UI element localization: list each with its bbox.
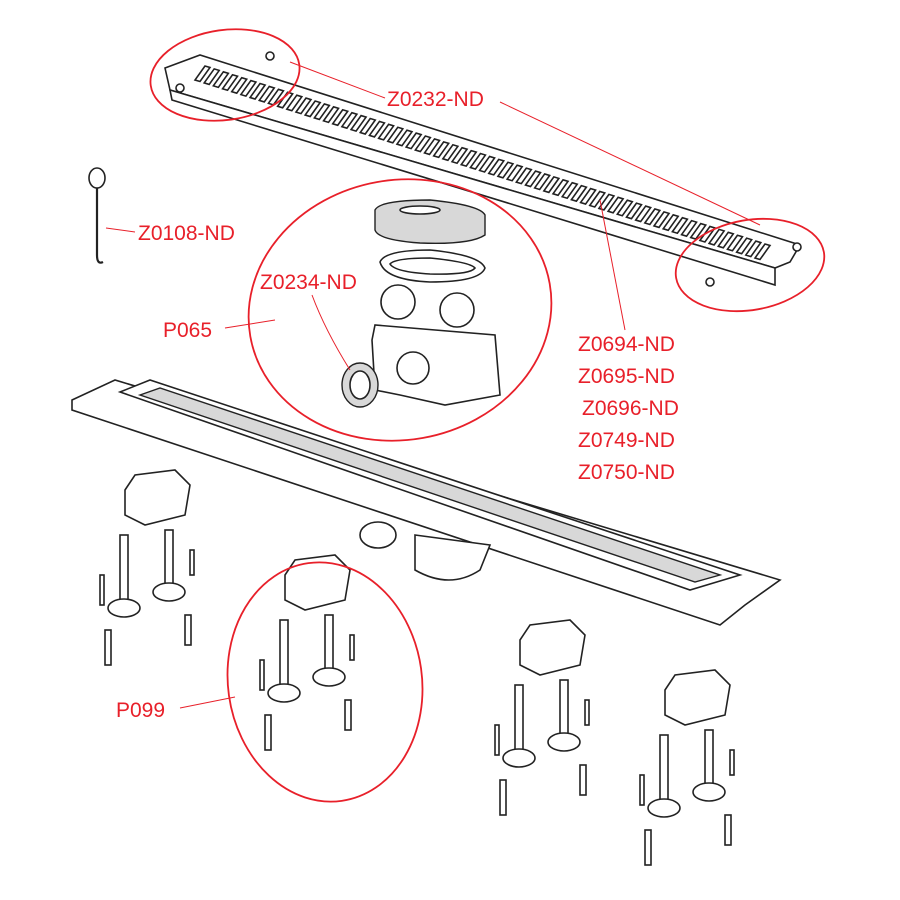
grate-slot (368, 120, 386, 138)
siphon-part (341, 199, 501, 408)
grate-slot (303, 100, 322, 118)
grate-slot (230, 76, 249, 95)
label-channel-code: Z0750-ND (578, 461, 675, 484)
grate-slot (294, 97, 313, 115)
grate-slot (212, 70, 230, 89)
grate-slot (680, 219, 698, 238)
grate-slot (414, 135, 432, 153)
mounting-foot (99, 469, 195, 666)
grate-slot (671, 216, 689, 235)
grate-slot (707, 228, 726, 246)
grate-slot (459, 149, 478, 168)
grate-slot (634, 205, 652, 223)
label-channel-code: Z0694-ND (578, 333, 675, 356)
label-seal: Z0234-ND (260, 271, 357, 294)
grate-slot (193, 65, 212, 83)
grate-slot (524, 170, 542, 188)
grate-slot (239, 79, 258, 98)
grate-slot (432, 140, 450, 159)
grate-slot (248, 82, 267, 100)
grate-slot (661, 213, 680, 232)
grate-slot (652, 210, 671, 229)
grate-slot (588, 190, 607, 208)
grate-slot (606, 196, 625, 214)
grate-slot (735, 237, 753, 255)
grate-slot (202, 67, 221, 86)
grate-slot (542, 175, 561, 194)
label-channel-code: Z0696-ND (582, 397, 679, 420)
grate-slot (726, 234, 744, 252)
leader-lines (105, 61, 761, 709)
grate-slot (257, 85, 276, 103)
grate-slot (570, 184, 588, 203)
grate-slot (423, 138, 441, 156)
grate-slot (404, 132, 423, 150)
grate-slot (331, 108, 350, 127)
grate-slot (395, 129, 414, 147)
label-feet-set: P099 (116, 699, 166, 722)
grate-slot (744, 240, 763, 258)
label-hook: Z0108-ND (138, 222, 235, 245)
highlight-ring-siphon (247, 178, 553, 442)
grate-slot (358, 117, 377, 135)
grate-slot (496, 161, 515, 179)
highlight-ring-grate-right (674, 217, 826, 313)
label-channel-code: Z0749-ND (578, 429, 675, 452)
grate-slot (643, 208, 662, 226)
grate-slot (753, 243, 772, 261)
grate-part (164, 51, 802, 287)
mounting-foot (639, 669, 735, 866)
highlight-ring-grate-left (149, 28, 301, 122)
grate-slot (716, 231, 735, 249)
grate-slot (469, 152, 487, 170)
grate-slot (285, 94, 304, 112)
hook-part (88, 167, 106, 264)
grate-slot (579, 187, 597, 205)
grate-slot (505, 164, 524, 182)
grate-slot (615, 199, 634, 217)
label-siphon-set: P065 (163, 319, 213, 342)
grate-slot (386, 126, 405, 144)
grate-slot (276, 91, 294, 109)
grate-slot (322, 105, 340, 124)
grate-slot (625, 202, 643, 220)
grate-slot (349, 114, 368, 133)
mounting-foot (259, 554, 355, 751)
grate-slot (340, 111, 359, 130)
grate-slot (221, 73, 239, 92)
grate-slot (478, 155, 496, 173)
grate-slot (515, 167, 533, 185)
grate-slot (551, 178, 570, 197)
drain-channel-part (71, 379, 782, 626)
label-grate: Z0232-ND (387, 88, 484, 111)
label-channel-code: Z0695-ND (578, 365, 675, 388)
grate-slot (560, 181, 579, 200)
grate-slot (450, 146, 469, 165)
grate-slot (313, 103, 331, 121)
grate-slot (441, 143, 460, 162)
grate-slot (597, 193, 616, 211)
grate-slot (487, 158, 506, 176)
grate-slot (377, 123, 395, 141)
grate-slot (533, 173, 551, 191)
mounting-foot (494, 619, 590, 816)
highlight-ring-feet (226, 561, 424, 803)
mounting-feet (99, 469, 735, 866)
